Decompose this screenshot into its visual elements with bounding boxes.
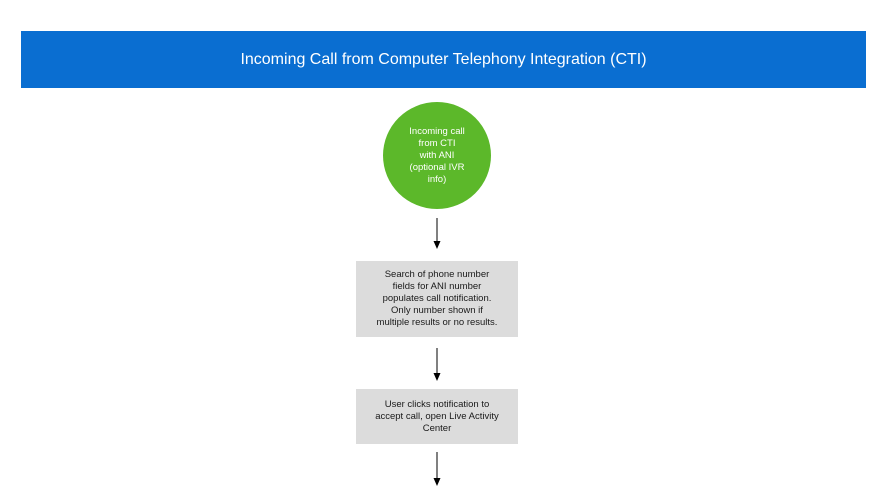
- flow-arrow-2: [433, 348, 441, 381]
- process-box-accept-call: User clicks notification to accept call,…: [356, 389, 518, 444]
- process-box-search-ani-label: Search of phone number fields for ANI nu…: [376, 269, 498, 328]
- flow-arrow-3: [433, 452, 441, 486]
- start-node-label: Incoming call from CTI with ANI (optiona…: [409, 125, 465, 185]
- flow-arrow-1: [433, 218, 441, 249]
- start-node-incoming-call: Incoming call from CTI with ANI (optiona…: [383, 102, 491, 209]
- diagram-title: Incoming Call from Computer Telephony In…: [240, 50, 647, 68]
- process-box-search-ani: Search of phone number fields for ANI nu…: [356, 261, 518, 337]
- header-banner: Incoming Call from Computer Telephony In…: [21, 31, 866, 88]
- process-box-accept-call-label: User clicks notification to accept call,…: [375, 398, 499, 434]
